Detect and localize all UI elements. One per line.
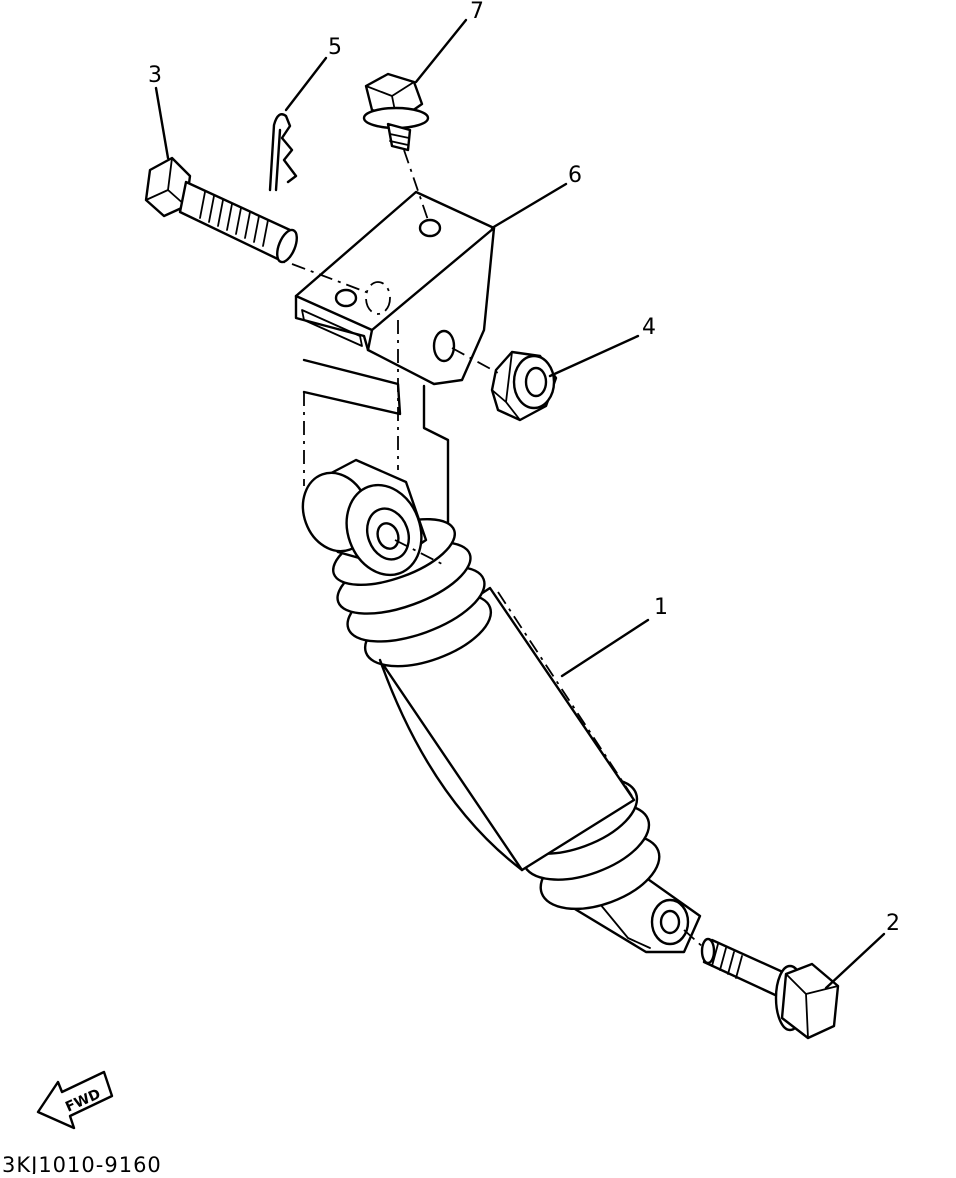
part-2-bolt (700, 937, 840, 1040)
assembly-lines (291, 149, 705, 949)
callout-6: 6 (568, 163, 582, 188)
part-5-pin (268, 113, 298, 192)
callout-5: 5 (328, 35, 342, 60)
part-1-shock-absorber (301, 458, 702, 954)
callout-4: 4 (642, 315, 656, 340)
part-7-bolt (362, 72, 430, 152)
forward-direction-arrow: FWD (36, 1070, 114, 1130)
callout-3: 3 (148, 63, 162, 88)
leader-lines (154, 18, 886, 990)
callout-7: 7 (470, 0, 484, 24)
callout-2: 2 (886, 911, 900, 936)
part-3-bolt (144, 156, 298, 264)
callout-1: 1 (654, 595, 668, 620)
part-6-bracket (294, 190, 496, 550)
part-4-nut (490, 350, 558, 422)
drawing-code: 3KJ1010-9160 (2, 1153, 162, 1174)
